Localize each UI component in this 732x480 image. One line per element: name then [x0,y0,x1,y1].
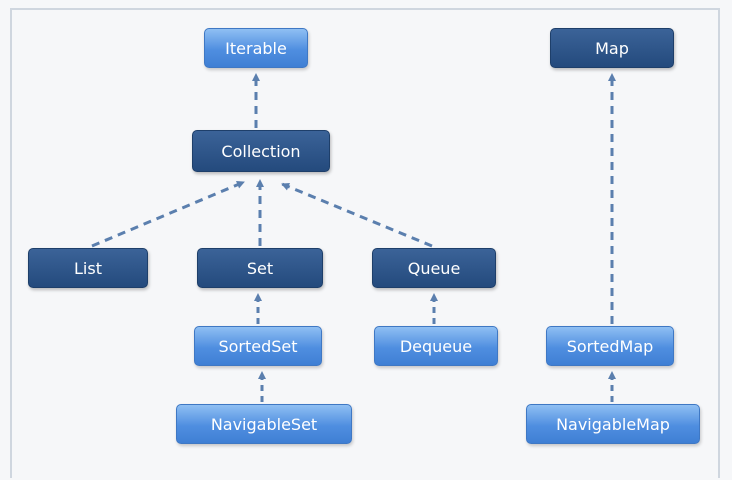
node-collection: Collection [192,130,330,172]
node-dequeue-label: Dequeue [399,336,473,356]
node-navigableset-label: NavigableSet [210,414,318,434]
node-sortedmap: SortedMap [546,326,674,366]
node-set-label: Set [246,258,274,278]
node-dequeue: Dequeue [374,326,498,366]
node-collection-label: Collection [221,141,301,161]
node-queue: Queue [372,248,496,288]
node-map: Map [550,28,674,68]
node-set: Set [197,248,323,288]
node-navigableset: NavigableSet [176,404,352,444]
node-list-label: List [74,258,102,278]
node-iterable: Iterable [204,28,308,68]
node-sortedset-label: SortedSet [218,336,298,356]
diagram-border [10,8,720,478]
node-list: List [28,248,148,288]
node-sortedset: SortedSet [194,326,322,366]
edge-queue-collection [281,182,433,248]
edge-list-collection [91,180,245,248]
node-map-label: Map [595,38,629,58]
node-queue-label: Queue [407,258,461,278]
node-iterable-label: Iterable [225,38,287,58]
node-sortedmap-label: SortedMap [566,336,654,356]
node-navigablemap: NavigableMap [526,404,700,444]
node-navigablemap-label: NavigableMap [556,414,670,434]
